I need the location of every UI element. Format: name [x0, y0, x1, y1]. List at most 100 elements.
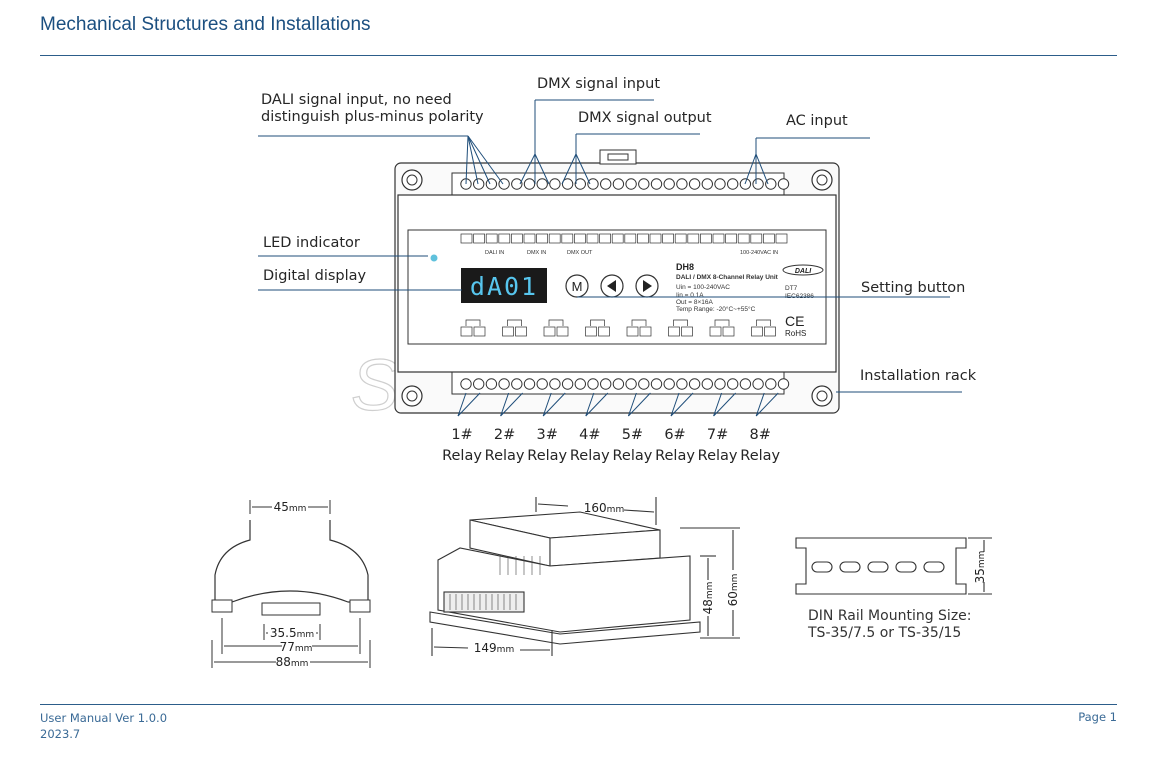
terminal-screw-icon: [485, 178, 498, 190]
relay-port: [473, 326, 486, 337]
relay-text: Relay: [484, 448, 525, 464]
terminal-screw-icon: [536, 378, 548, 390]
setting-button-callout: Setting button: [861, 280, 966, 296]
relay-port: [598, 326, 610, 337]
left-button[interactable]: [600, 274, 624, 298]
terminal-screw-icon: [765, 378, 777, 390]
ac-input-callout: AC input: [786, 113, 848, 129]
relay-text: Relay: [697, 448, 738, 464]
terminal-screw-icon: [650, 378, 663, 390]
terminal-port: [586, 233, 599, 244]
ce-mark-icon: CE: [785, 313, 804, 329]
relay-port: [626, 326, 639, 337]
terminal-screw-icon: [688, 178, 701, 190]
led-indicator-icon: [430, 254, 438, 262]
relay-label: 8#Relay: [738, 425, 782, 467]
relay-callout-lines: [457, 392, 779, 417]
relay-bracket: [590, 319, 605, 326]
relay-bracket: [714, 319, 730, 326]
m-button[interactable]: M: [565, 274, 589, 298]
terminal-screw-icon: [701, 178, 713, 190]
dmx-in-label: DMX IN: [527, 250, 546, 256]
terminal-port: [712, 233, 725, 244]
terminal-screw-icon: [650, 178, 663, 190]
installation-rack-callout: Installation rack: [860, 368, 977, 384]
terminal-port: [561, 233, 574, 244]
relay-callout-line: [457, 392, 467, 417]
relay-callout-line: [542, 392, 552, 417]
terminal-screw-icon: [612, 378, 625, 390]
relay-bracket: [756, 319, 771, 326]
relay-port: [543, 326, 556, 337]
footer-manual: User Manual Ver 1.0.0: [40, 711, 168, 725]
relay-port: [502, 326, 514, 337]
terminal-screw-icon: [663, 378, 675, 390]
relay-bracket: [507, 319, 522, 326]
relay-port: [709, 326, 722, 337]
right-button[interactable]: [635, 274, 659, 298]
dmx-input-callout: DMX signal input: [537, 76, 661, 92]
relay-port: [556, 326, 569, 337]
relay-text: Relay: [569, 448, 610, 464]
relay-port: [515, 326, 527, 337]
rohs-mark: RoHS: [785, 329, 806, 338]
relay-bracket: [673, 319, 688, 326]
dali-input-callout: DALI signal input, no need distinguish p…: [261, 92, 484, 126]
dmx-output-callout: DMX signal output: [578, 110, 712, 126]
din-caption-line-2: TS-35/7.5 or TS-35/15: [808, 625, 962, 641]
relay-number: 7#: [706, 427, 729, 443]
terminal-screw-icon: [727, 178, 739, 190]
footer-rule: [40, 704, 1117, 705]
terminal-screw-icon: [714, 178, 726, 190]
page-title: Mechanical Structures and Installations: [40, 14, 371, 35]
relay-port: [639, 326, 652, 337]
terminal-screw-icon: [727, 378, 739, 390]
dali-logo-icon: DALI: [782, 264, 824, 276]
display-readout: dA01: [470, 272, 538, 301]
mounting-hole-icon: [401, 169, 833, 407]
terminal-port: [624, 233, 637, 244]
top-screws: [460, 178, 790, 190]
terminal-port: [649, 233, 662, 244]
terminal-screw-icon: [600, 378, 612, 390]
ac-in-label: 100-240VAC IN: [740, 250, 778, 256]
terminal-screw-icon: [600, 178, 612, 190]
relay-number: 1#: [451, 427, 473, 443]
terminal-port: [599, 233, 611, 244]
relay-number: 4#: [579, 427, 601, 443]
digital-display: [461, 268, 547, 303]
terminal-screw-icon: [765, 178, 777, 190]
terminal-port: [460, 233, 473, 244]
terminal-screw-icon: [701, 378, 713, 390]
terminal-screw-icon: [777, 178, 790, 190]
relay-port: [585, 326, 597, 337]
footer-page: Page 1: [1078, 710, 1117, 724]
relay-number: 8#: [749, 427, 771, 443]
terminal-port: [737, 233, 750, 244]
spec-3: Out = 8×16A: [676, 299, 714, 306]
terminal-screw-icon: [612, 178, 625, 190]
terminal-port: [763, 233, 775, 244]
terminal-screw-icon: [663, 178, 675, 190]
din-rail-drawing: [795, 537, 992, 595]
relay-bracket: [465, 319, 481, 326]
relay-callout-line: [628, 392, 651, 417]
isometric-drawing: [429, 497, 740, 656]
relay-bracket: [631, 319, 647, 326]
terminal-screw-icon: [752, 178, 764, 190]
terminal-port: [498, 233, 511, 244]
relay-number: 2#: [493, 427, 516, 443]
relay-number: 3#: [536, 427, 558, 443]
relay-callout-line: [542, 392, 566, 417]
digital-display-callout: Digital display: [263, 268, 367, 284]
relay-port: [751, 326, 763, 337]
relay-port: [668, 326, 680, 337]
terminal-screw-icon: [473, 378, 485, 390]
dim-88: 88mm: [276, 655, 309, 669]
svg-text:M: M: [572, 279, 583, 294]
dim-35: 35mm: [973, 551, 987, 584]
terminal-screw-icon: [511, 378, 523, 390]
terminal-screw-icon: [574, 378, 586, 390]
terminal-screw-icon: [485, 378, 498, 390]
svg-text:DALI: DALI: [795, 268, 812, 275]
